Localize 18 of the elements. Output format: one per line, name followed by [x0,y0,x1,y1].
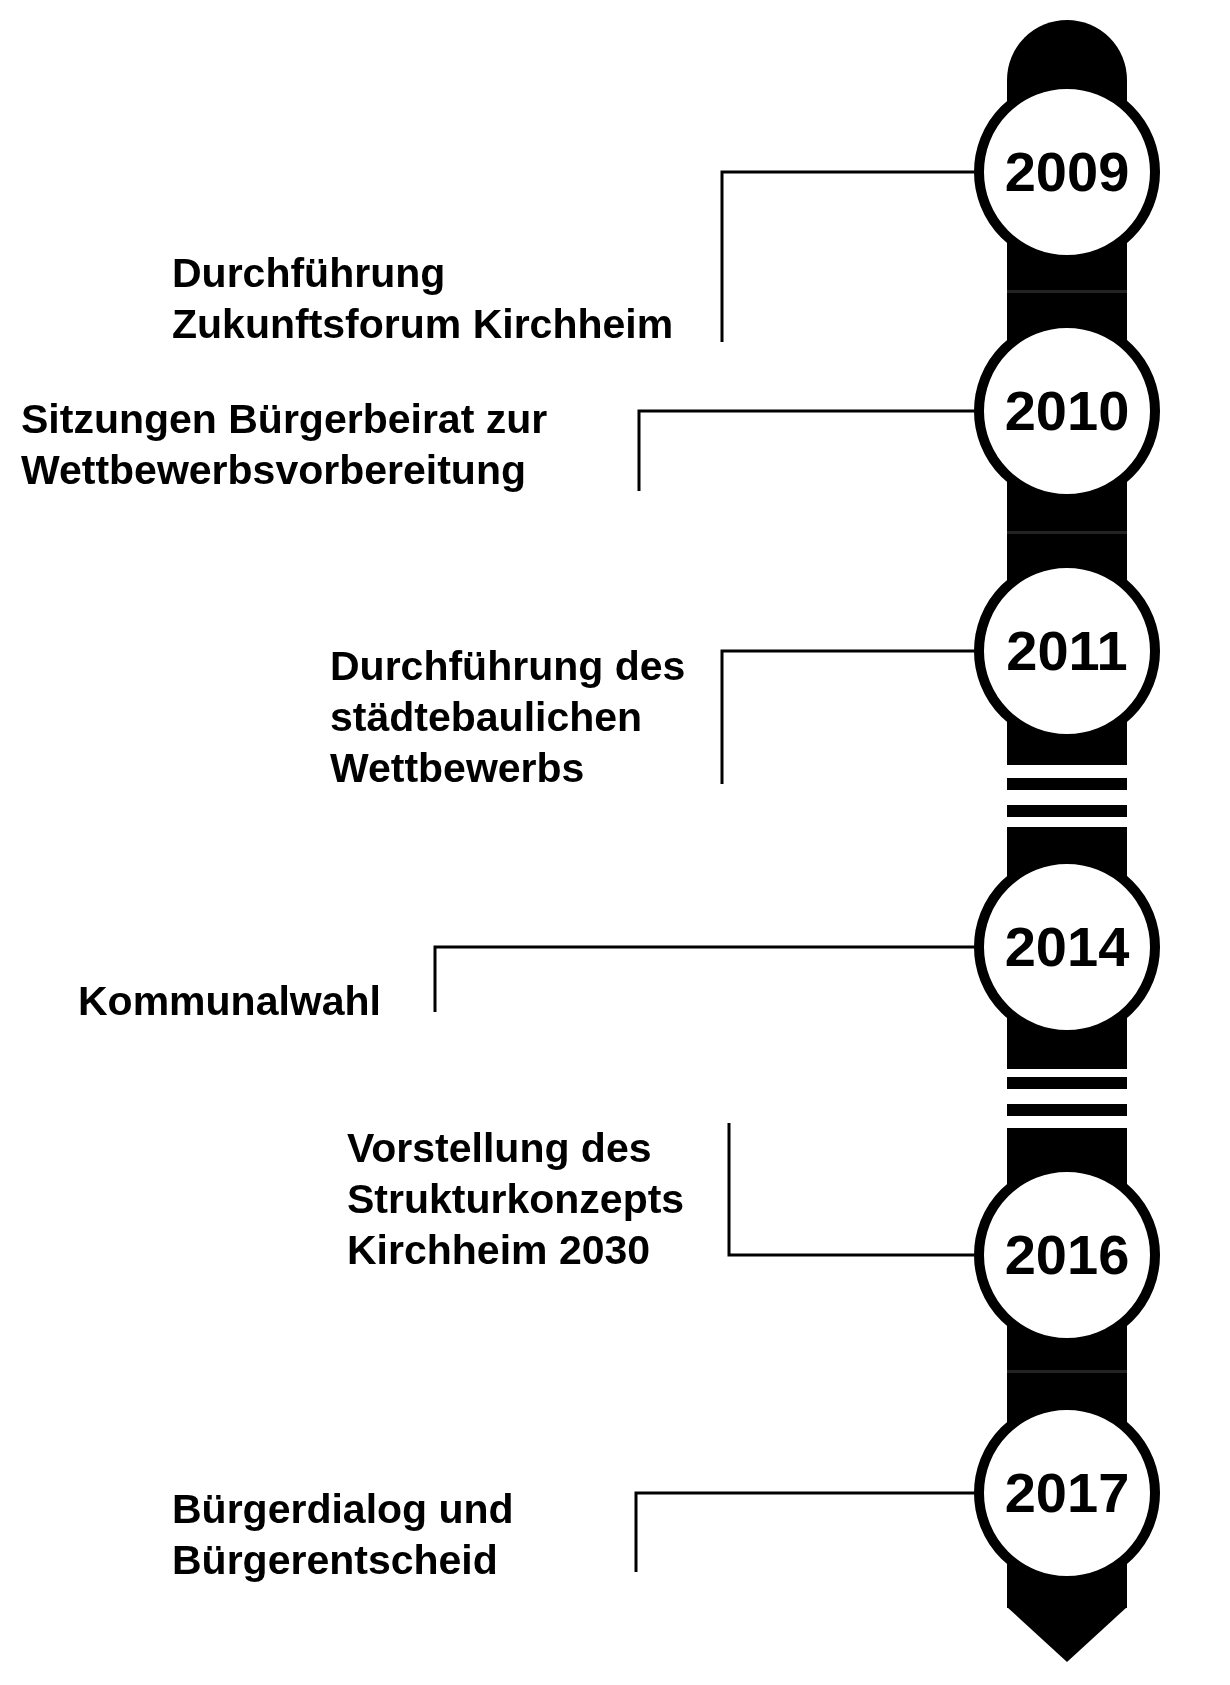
event-text: Kommunalwahl [78,977,382,1026]
leader-line [720,649,974,784]
leader-line [727,1123,974,1257]
event-text: Bürgerdialog und Bürgerentscheid [172,1485,515,1585]
year-label: 2009 [1004,144,1130,200]
leader-line [634,1491,974,1572]
year-label: 2010 [1004,383,1130,439]
year-label: 2017 [1004,1465,1130,1521]
year-label: 2014 [1004,919,1130,975]
year-label: 2011 [1006,623,1128,679]
leader-line [720,170,974,342]
event-text: Durchführung des städtebaulichen Wettbewerbs [330,642,687,793]
event-text: Vorstellung des Strukturkonzepts Kirchheim 2030 [347,1124,686,1275]
leader-line [433,945,974,1012]
leader-line [637,409,974,491]
event-text: Sitzungen Bürgerbeirat zur Wettbewerbsvorbereitung [21,395,549,495]
year-label: 2016 [1004,1227,1130,1283]
event-text: Durchführung Zukunftsforum Kirchheim [172,249,675,349]
